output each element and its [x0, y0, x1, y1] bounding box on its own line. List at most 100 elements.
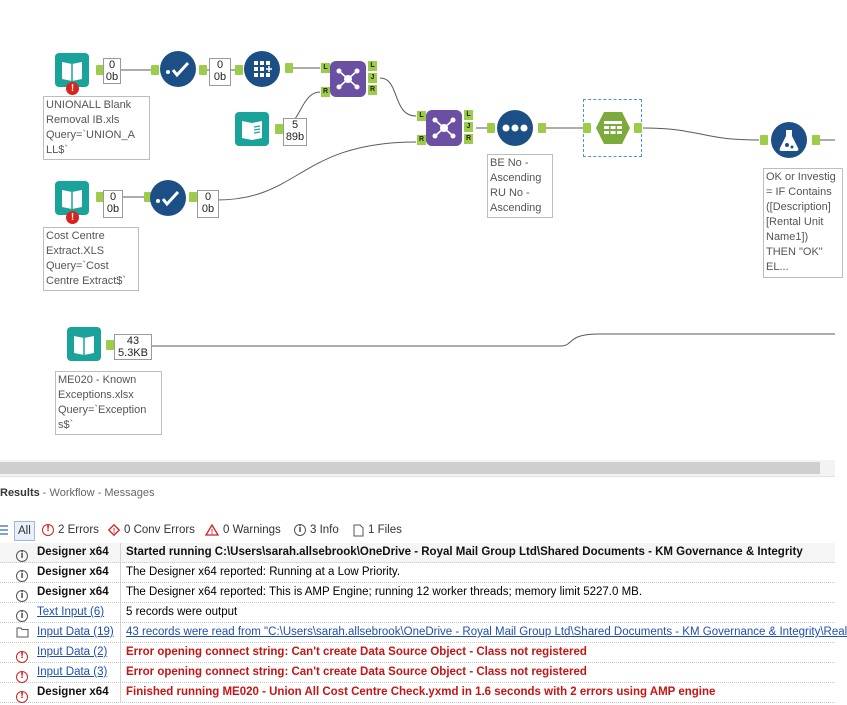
- svg-text:!: !: [211, 529, 213, 536]
- message-row[interactable]: Input Data (19) 43 records were read from…: [0, 623, 847, 645]
- output-anchor[interactable]: [96, 65, 104, 75]
- filter-warnings-button[interactable]: !0 Warnings: [204, 521, 281, 539]
- message-source-link[interactable]: Text Input (6): [37, 606, 105, 618]
- canvas-horizontal-scrollbar[interactable]: [0, 460, 835, 476]
- results-breadcrumb: - Workflow - Messages: [39, 487, 155, 499]
- file-icon: [353, 524, 364, 537]
- error-badge-icon: !: [66, 211, 79, 224]
- message-text: The Designer x64 reported: This is AMP E…: [120, 583, 835, 602]
- filter-errors-button[interactable]: !2 Errors: [42, 521, 99, 539]
- message-source: Designer x64: [37, 566, 109, 578]
- list-view-icon[interactable]: [0, 524, 8, 536]
- input-data-book-icon[interactable]: [66, 326, 102, 362]
- output-anchor[interactable]: [285, 63, 293, 73]
- message-text: Error opening connect string: Can't crea…: [120, 643, 835, 662]
- join-left-output-anchor[interactable]: L: [368, 61, 377, 71]
- join-left-output-anchor[interactable]: L: [464, 110, 473, 120]
- svg-text:!: !: [113, 528, 115, 535]
- annotation-sort: BE No - Ascending RU No - Ascending: [487, 154, 553, 218]
- input-anchor[interactable]: [760, 135, 768, 145]
- input-anchor[interactable]: [583, 123, 591, 133]
- annotation-formula: OK or Investig = IF Contains ([Descripti…: [763, 168, 843, 278]
- join-left-anchor[interactable]: L: [417, 111, 426, 121]
- output-anchor[interactable]: [106, 340, 114, 350]
- annotation-costcentre: Cost Centre Extract.XLS Query=`Cost Cent…: [43, 227, 139, 291]
- input-anchor[interactable]: [144, 192, 152, 202]
- error-icon: !: [16, 686, 28, 705]
- info-icon: i: [16, 606, 28, 625]
- join-joined-output-anchor[interactable]: J: [368, 73, 377, 83]
- join-right-anchor[interactable]: R: [321, 87, 330, 97]
- message-source-link[interactable]: Input Data (19): [37, 626, 114, 638]
- info-icon: i: [16, 546, 28, 565]
- message-row[interactable]: ! Input Data (3) Error opening connect str…: [0, 663, 835, 683]
- join-left-anchor[interactable]: L: [321, 63, 330, 73]
- output-anchor[interactable]: [538, 123, 546, 133]
- table-icon[interactable]: [595, 110, 631, 146]
- output-anchor[interactable]: [275, 124, 283, 134]
- info-icon: i: [294, 524, 306, 536]
- multi-field-formula-icon[interactable]: [244, 51, 280, 87]
- message-source: Designer x64: [37, 546, 109, 558]
- info-icon: i: [16, 566, 28, 585]
- annotation-me020: ME020 - Known Exceptions.xlsx Query=`Exc…: [55, 371, 162, 435]
- error-icon: !: [16, 666, 28, 685]
- message-source-link[interactable]: Input Data (3): [37, 666, 108, 678]
- select-check-icon[interactable]: [150, 180, 186, 216]
- output-anchor[interactable]: [634, 123, 642, 133]
- input-data-book-icon[interactable]: [54, 180, 90, 216]
- wire-join1-join2: [379, 77, 417, 117]
- output-anchor[interactable]: [189, 192, 197, 202]
- file-icon: [16, 626, 29, 645]
- wire-summarize-formula: [642, 127, 760, 141]
- scrollbar-thumb[interactable]: [0, 462, 820, 474]
- message-row[interactable]: ! Input Data (2) Error opening connect str…: [0, 643, 835, 663]
- annotation-unionall: UNIONALL Blank Removal IB.xls Query=`UNI…: [43, 96, 150, 160]
- sort-icon[interactable]: [497, 110, 533, 146]
- filter-all-button[interactable]: All: [14, 521, 35, 541]
- message-source-link[interactable]: Input Data (2): [37, 646, 108, 658]
- message-source: Designer x64: [37, 586, 109, 598]
- text-input-book-icon[interactable]: [234, 111, 270, 147]
- input-anchor[interactable]: [487, 123, 495, 133]
- filter-conv-errors-button[interactable]: !0 Conv Errors: [107, 521, 195, 539]
- message-source: Designer x64: [37, 686, 109, 698]
- wire-select2-join2: [216, 141, 417, 201]
- join-right-output-anchor[interactable]: R: [368, 85, 377, 95]
- message-row[interactable]: i Text Input (6) 5 records were output: [0, 603, 835, 623]
- input-anchor[interactable]: [151, 65, 159, 75]
- message-text[interactable]: 43 records were read from "C:\Users\sara…: [120, 623, 847, 642]
- join-right-anchor[interactable]: R: [417, 135, 426, 145]
- wire-me020-out: [152, 333, 835, 347]
- message-text: Error opening connect string: Can't crea…: [120, 663, 835, 682]
- conversion-error-icon: !: [107, 523, 121, 537]
- input-anchor[interactable]: [235, 65, 243, 75]
- join-joined-output-anchor[interactable]: J: [464, 122, 473, 132]
- join-icon[interactable]: [426, 110, 462, 146]
- output-anchor[interactable]: [199, 65, 207, 75]
- results-panel: Results - Workflow - Messages All !2 Err…: [0, 476, 847, 703]
- error-icon: !: [16, 646, 28, 665]
- results-title: Results: [0, 487, 40, 499]
- select-check-icon[interactable]: [160, 51, 196, 87]
- output-anchor[interactable]: [812, 135, 820, 145]
- join-right-output-anchor[interactable]: R: [464, 134, 473, 144]
- filter-files-button[interactable]: 1 Files: [353, 521, 402, 539]
- join-icon[interactable]: [330, 61, 366, 97]
- formula-flask-icon[interactable]: [771, 122, 807, 158]
- message-text: 5 records were output: [120, 603, 835, 622]
- output-anchor[interactable]: [96, 192, 104, 202]
- results-header: Results - Workflow - Messages: [0, 487, 154, 499]
- input-data-book-icon[interactable]: [54, 52, 90, 88]
